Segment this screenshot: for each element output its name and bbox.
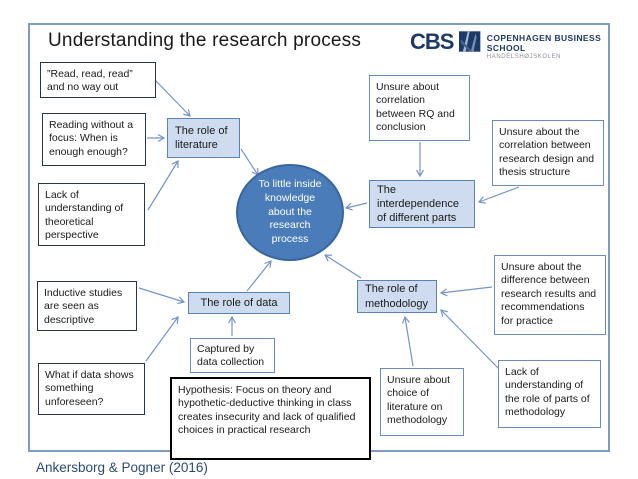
note-reading-without-focus: Reading without a focus: When is enough … <box>42 113 146 166</box>
node-label: The interdependence of different parts <box>377 183 459 225</box>
note-read-read-read: ”Read, read, read” and no way out <box>40 62 156 98</box>
node-interdependence: The interdependence of different parts <box>369 180 475 228</box>
note-lack-role-of-parts: Lack of understanding of the role of par… <box>498 360 601 428</box>
node-label: The role of data <box>200 296 278 309</box>
node-label: The role of methodology <box>365 283 428 310</box>
cbs-logo-name: COPENHAGEN BUSINESS SCHOOL <box>486 33 602 53</box>
note-lack-theoretical-perspective: Lack of understanding of theoretical per… <box>38 183 145 246</box>
citation: Ankersborg & Pogner (2016) <box>36 460 208 475</box>
note-hypothesis: Hypothesis: Focus on theory and hypothet… <box>170 377 371 460</box>
node-role-of-methodology: The role of methodology <box>357 280 437 313</box>
central-concept: To little inside knowledge about the res… <box>236 164 344 261</box>
cbs-logo: CBS COPENHAGEN BUSINESS SCHOOL HANDELSHØ… <box>410 31 638 61</box>
page-title: Understanding the research process <box>48 30 362 51</box>
cbs-logo-subname: HANDELSHØJSKOLEN <box>486 54 562 60</box>
cbs-logo-icon <box>459 31 481 52</box>
note-unsure-rq-conclusion: Unsure about correlation between RQ and … <box>369 75 470 141</box>
note-unsure-results-recommendations: Unsure about the difference between rese… <box>494 255 606 335</box>
cbs-logo-abbr: CBS <box>410 29 454 54</box>
note-unsure-design-structure: Unsure about the correlation between res… <box>492 120 604 186</box>
central-concept-label: To little inside knowledge about the res… <box>258 177 322 246</box>
note-inductive-studies: Inductive studies are seen as descriptiv… <box>37 281 137 331</box>
note-what-if-data: What if data shows something unforeseen? <box>38 363 145 415</box>
node-label: The role of literature <box>175 124 228 151</box>
note-unsure-choice-of-literature: Unsure about choice of literature on met… <box>380 368 464 436</box>
note-captured-by-data-collection: Captured by data collection <box>190 338 275 373</box>
node-role-of-literature: The role of literature <box>167 118 240 158</box>
node-role-of-data: The role of data <box>188 292 290 314</box>
